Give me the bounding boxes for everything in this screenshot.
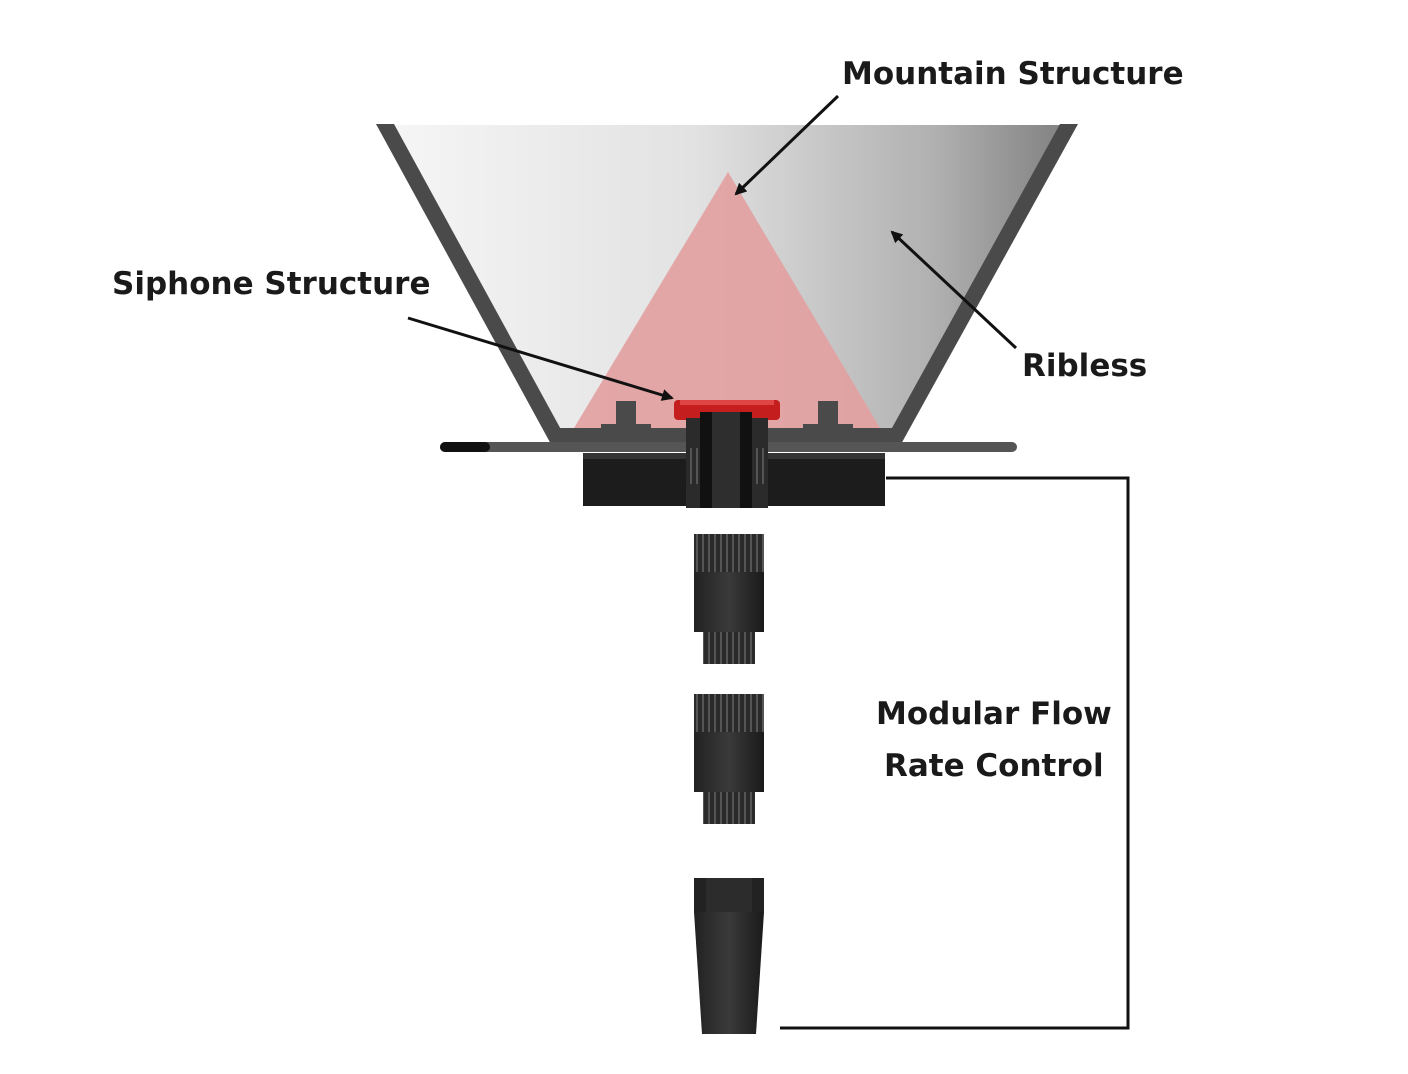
base-block	[583, 412, 885, 508]
flow-module-2	[694, 694, 764, 824]
right-post	[818, 401, 838, 431]
modular-flow-label-line2: Rate Control	[884, 748, 1104, 784]
mountain-structure-label: Mountain Structure	[842, 56, 1184, 92]
flow-nozzle	[694, 878, 764, 1034]
modular-bracket	[780, 476, 1130, 1030]
modular-flow-label-line1: Modular Flow	[876, 696, 1112, 732]
mountain-arrow	[734, 94, 840, 196]
left-post	[616, 401, 636, 431]
siphone-structure-label: Siphone Structure	[112, 266, 430, 302]
flow-module-1	[694, 534, 764, 664]
cone-left-wall	[376, 124, 570, 446]
siphone-arrow	[407, 316, 674, 401]
ribless-arrow	[890, 230, 1018, 350]
mountain-structure	[574, 172, 880, 428]
ribless-label: Ribless	[1022, 348, 1147, 384]
cone-right-wall	[882, 124, 1078, 446]
